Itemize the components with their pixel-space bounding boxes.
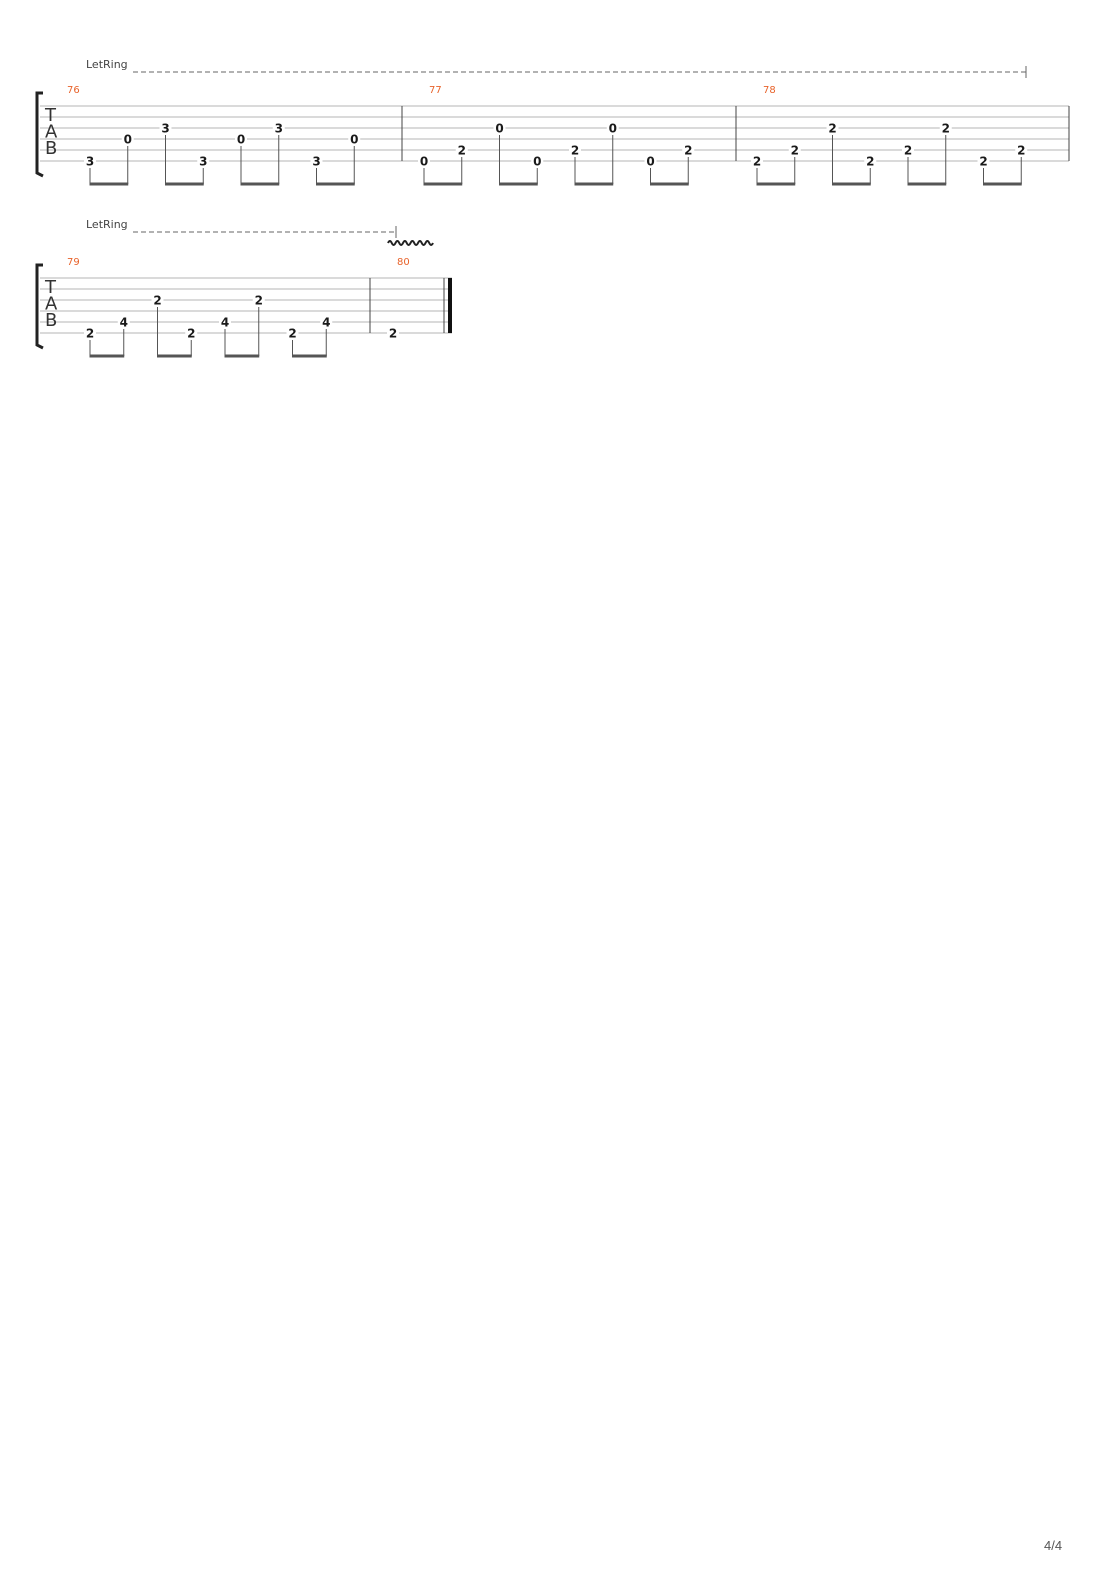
fret-backdrop xyxy=(788,143,801,156)
fret-number: 0 xyxy=(646,155,654,169)
fret-backdrop xyxy=(682,143,695,156)
fret-backdrop xyxy=(286,326,299,339)
fret-number: 3 xyxy=(312,155,320,169)
fret-number: 2 xyxy=(866,155,874,169)
fret-backdrop xyxy=(606,121,619,134)
fret-backdrop xyxy=(84,154,96,167)
system-bracket xyxy=(35,91,44,178)
fret-backdrop xyxy=(826,121,839,134)
fret-number: 2 xyxy=(1017,144,1025,158)
tab-letter-a: A xyxy=(45,294,58,315)
measure-number: 79 xyxy=(67,257,80,268)
fret-number: 2 xyxy=(904,144,912,158)
let-ring-label: LetRing xyxy=(86,58,128,71)
fret-number: 0 xyxy=(350,133,358,147)
fret-number: 2 xyxy=(684,144,692,158)
fret-number: 2 xyxy=(753,155,761,169)
let-ring-label: LetRing xyxy=(86,218,128,231)
fret-backdrop xyxy=(455,143,468,156)
fret-backdrop xyxy=(219,315,231,328)
fret-number: 4 xyxy=(322,316,330,330)
fret-number: 3 xyxy=(199,155,207,169)
measure-number: 77 xyxy=(429,85,442,96)
fret-backdrop xyxy=(197,154,210,167)
fret-backdrop xyxy=(185,326,198,339)
tab-letter-a: A xyxy=(45,122,58,143)
fret-backdrop xyxy=(151,293,164,306)
fret-number: 2 xyxy=(571,144,579,158)
fret-backdrop xyxy=(751,154,763,167)
page-number: 4/4 xyxy=(1044,1538,1063,1553)
fret-backdrop xyxy=(235,132,247,145)
fret-backdrop xyxy=(320,315,333,328)
fret-backdrop xyxy=(569,143,581,156)
fret-backdrop xyxy=(252,293,265,306)
fret-backdrop xyxy=(348,132,361,145)
fret-number: 2 xyxy=(255,294,263,308)
tab-letter-b: B xyxy=(45,310,57,331)
fret-number: 2 xyxy=(86,327,94,341)
fret-backdrop xyxy=(387,326,399,339)
fret-backdrop xyxy=(977,154,990,167)
fret-number: 2 xyxy=(389,327,397,341)
fret-number: 2 xyxy=(458,144,466,158)
fret-backdrop xyxy=(644,154,657,167)
fret-number: 3 xyxy=(86,155,94,169)
tab-letter-b: B xyxy=(45,138,57,159)
fret-backdrop xyxy=(531,154,544,167)
fret-number: 0 xyxy=(609,122,617,136)
fret-number: 0 xyxy=(533,155,541,169)
fret-number: 2 xyxy=(187,327,195,341)
fret-backdrop xyxy=(939,121,952,134)
fret-number: 0 xyxy=(237,133,245,147)
measure-number: 76 xyxy=(67,85,80,96)
fret-backdrop xyxy=(864,154,877,167)
fret-number: 3 xyxy=(275,122,283,136)
measure-number: 80 xyxy=(397,257,410,268)
fret-number: 4 xyxy=(221,316,229,330)
fret-number: 2 xyxy=(153,294,161,308)
fret-number: 2 xyxy=(791,144,799,158)
fret-backdrop xyxy=(121,132,134,145)
fret-backdrop xyxy=(418,154,430,167)
fret-backdrop xyxy=(159,121,172,134)
fret-backdrop xyxy=(902,143,914,156)
fret-number: 4 xyxy=(120,316,128,330)
fret-backdrop xyxy=(310,154,323,167)
fret-number: 2 xyxy=(942,122,950,136)
vibrato-icon xyxy=(387,240,434,246)
fret-backdrop xyxy=(493,121,506,134)
fret-backdrop xyxy=(272,121,285,134)
fret-number: 2 xyxy=(288,327,296,341)
fret-number: 0 xyxy=(420,155,428,169)
fret-backdrop xyxy=(117,315,130,328)
fret-number: 0 xyxy=(495,122,503,136)
tab-letter-t: T xyxy=(44,277,57,298)
fret-number: 2 xyxy=(979,155,987,169)
system-bracket xyxy=(35,263,44,350)
fret-number: 0 xyxy=(124,133,132,147)
fret-backdrop xyxy=(1015,143,1028,156)
fret-backdrop xyxy=(84,326,96,339)
tab-letter-t: T xyxy=(44,105,57,126)
fret-number: 2 xyxy=(828,122,836,136)
measure-number: 78 xyxy=(763,85,776,96)
fret-number: 3 xyxy=(161,122,169,136)
